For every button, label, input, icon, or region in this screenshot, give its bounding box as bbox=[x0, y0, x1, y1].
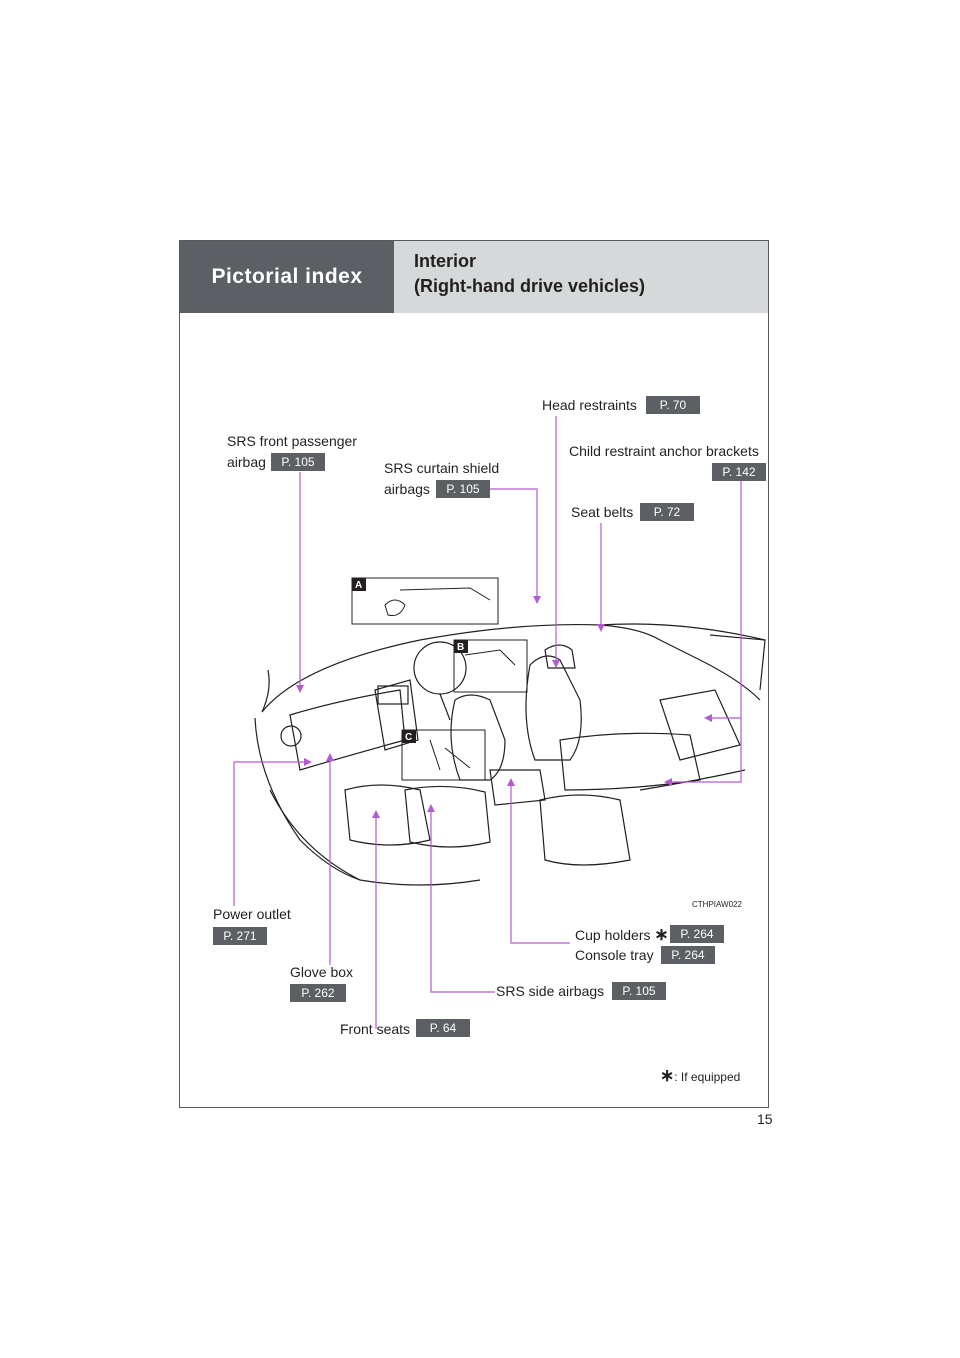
arrow-child-anchor-1 bbox=[664, 778, 672, 786]
arrow-head-restraints bbox=[552, 660, 560, 668]
head-restraints-page[interactable]: P. 70 bbox=[646, 396, 700, 414]
footnote-text: : If equipped bbox=[674, 1070, 741, 1084]
front-seats-label: Front seats bbox=[340, 1021, 411, 1037]
console-tray-page[interactable]: P. 264 bbox=[661, 946, 715, 964]
page-frame bbox=[179, 240, 769, 1108]
door-edge bbox=[261, 669, 270, 713]
front-seat-cushion bbox=[344, 784, 431, 846]
display-unit bbox=[377, 685, 409, 705]
srs-front-passenger-label-2: airbag bbox=[227, 454, 266, 470]
cup-holders-text: Cup holders bbox=[575, 927, 651, 943]
arrow-front-passenger bbox=[296, 685, 304, 693]
roof-line bbox=[599, 623, 766, 641]
inset-c-tag bbox=[402, 730, 416, 743]
cup-holders-label: Cup holders ∗ bbox=[575, 926, 669, 944]
air-vent-left bbox=[280, 725, 302, 747]
floor-line bbox=[269, 789, 481, 886]
rear-seat-2 bbox=[539, 794, 631, 866]
srs-front-passenger-label-1: SRS front passenger bbox=[227, 433, 357, 449]
leader-power-outlet bbox=[233, 761, 308, 906]
inset-c-shifter bbox=[429, 739, 471, 771]
seat-belts-label: Seat belts bbox=[571, 504, 634, 520]
arrow-cup-holders bbox=[507, 778, 515, 786]
curtain-shield-label-2: airbags bbox=[384, 481, 430, 497]
inset-a-box bbox=[351, 577, 499, 625]
page-title-line1: Interior bbox=[414, 251, 477, 271]
center-stack bbox=[374, 679, 419, 751]
inset-a-letter: A bbox=[355, 580, 363, 591]
inset-c-box bbox=[401, 729, 486, 781]
inset-a-roof bbox=[399, 587, 491, 601]
center-console bbox=[489, 769, 546, 806]
section-title: Pictorial index bbox=[211, 265, 363, 288]
image-code: CTHPIAW022 bbox=[692, 900, 742, 909]
inset-b-belt bbox=[464, 649, 516, 666]
steering-column bbox=[439, 693, 451, 721]
leader-child-anchor bbox=[668, 481, 742, 783]
page-header: Interior (Right-hand drive vehicles) bbox=[394, 241, 768, 313]
srs-front-passenger-page[interactable]: P. 105 bbox=[271, 453, 325, 471]
side-airbags-page[interactable]: P. 105 bbox=[612, 982, 666, 1000]
arrow-front-seats bbox=[372, 810, 380, 818]
inset-b-tag bbox=[454, 640, 468, 653]
power-outlet-page[interactable]: P. 271 bbox=[213, 927, 267, 945]
child-anchor-page[interactable]: P. 142 bbox=[712, 463, 766, 481]
side-airbags-label: SRS side airbags bbox=[496, 983, 605, 999]
front-seats-page[interactable]: P. 64 bbox=[416, 1019, 470, 1037]
leader-curtain-shield bbox=[490, 488, 538, 600]
page-number: 15 bbox=[757, 1111, 773, 1127]
footnote-marker: ∗ bbox=[660, 1066, 675, 1085]
arrow-side-airbags bbox=[427, 804, 435, 812]
arrow-curtain bbox=[533, 596, 541, 604]
leader-side-airbags bbox=[430, 808, 495, 993]
inset-a-mirror bbox=[384, 599, 406, 616]
page-title-line2: (Right-hand drive vehicles) bbox=[414, 276, 646, 296]
footnote: ∗: If equipped bbox=[660, 1066, 740, 1086]
dashboard-outline bbox=[261, 623, 761, 713]
leader-cup-holders bbox=[510, 782, 570, 944]
driver-seat-back bbox=[525, 655, 582, 761]
arrow-glove-box bbox=[326, 753, 334, 761]
rear-floor bbox=[639, 769, 746, 791]
curtain-shield-page[interactable]: P. 105 bbox=[436, 480, 490, 498]
dashboard-lower bbox=[254, 717, 361, 881]
cup-holders-page[interactable]: P. 264 bbox=[670, 925, 724, 943]
inset-b-box bbox=[453, 639, 528, 693]
curtain-shield-label-1: SRS curtain shield bbox=[384, 460, 500, 476]
trunk-edge bbox=[709, 634, 766, 691]
inset-c-letter: C bbox=[405, 732, 413, 743]
arrow-power-outlet bbox=[304, 758, 312, 766]
arrow-child-anchor-2 bbox=[704, 714, 712, 722]
rear-shelf bbox=[659, 689, 741, 761]
front-seat-cushion-2 bbox=[404, 785, 491, 848]
section-tab: Pictorial index bbox=[180, 241, 394, 313]
rear-seat bbox=[559, 732, 701, 791]
seat-belts-page[interactable]: P. 72 bbox=[640, 503, 694, 521]
child-anchor-label: Child restraint anchor brackets bbox=[569, 443, 759, 459]
arrow-seat-belts bbox=[597, 624, 605, 632]
glove-box-label: Glove box bbox=[290, 964, 354, 980]
power-outlet-label: Power outlet bbox=[213, 906, 291, 922]
driver-headrest bbox=[544, 644, 576, 669]
glovebox-panel bbox=[289, 689, 406, 771]
passenger-seat-back bbox=[450, 694, 506, 781]
head-restraints-label: Head restraints bbox=[542, 397, 637, 413]
console-tray-label: Console tray bbox=[575, 947, 654, 963]
inset-b-letter: B bbox=[457, 642, 465, 653]
inset-a-tag bbox=[352, 578, 366, 591]
glove-box-page[interactable]: P. 262 bbox=[290, 984, 346, 1002]
if-equipped-marker: ∗ bbox=[654, 925, 669, 944]
